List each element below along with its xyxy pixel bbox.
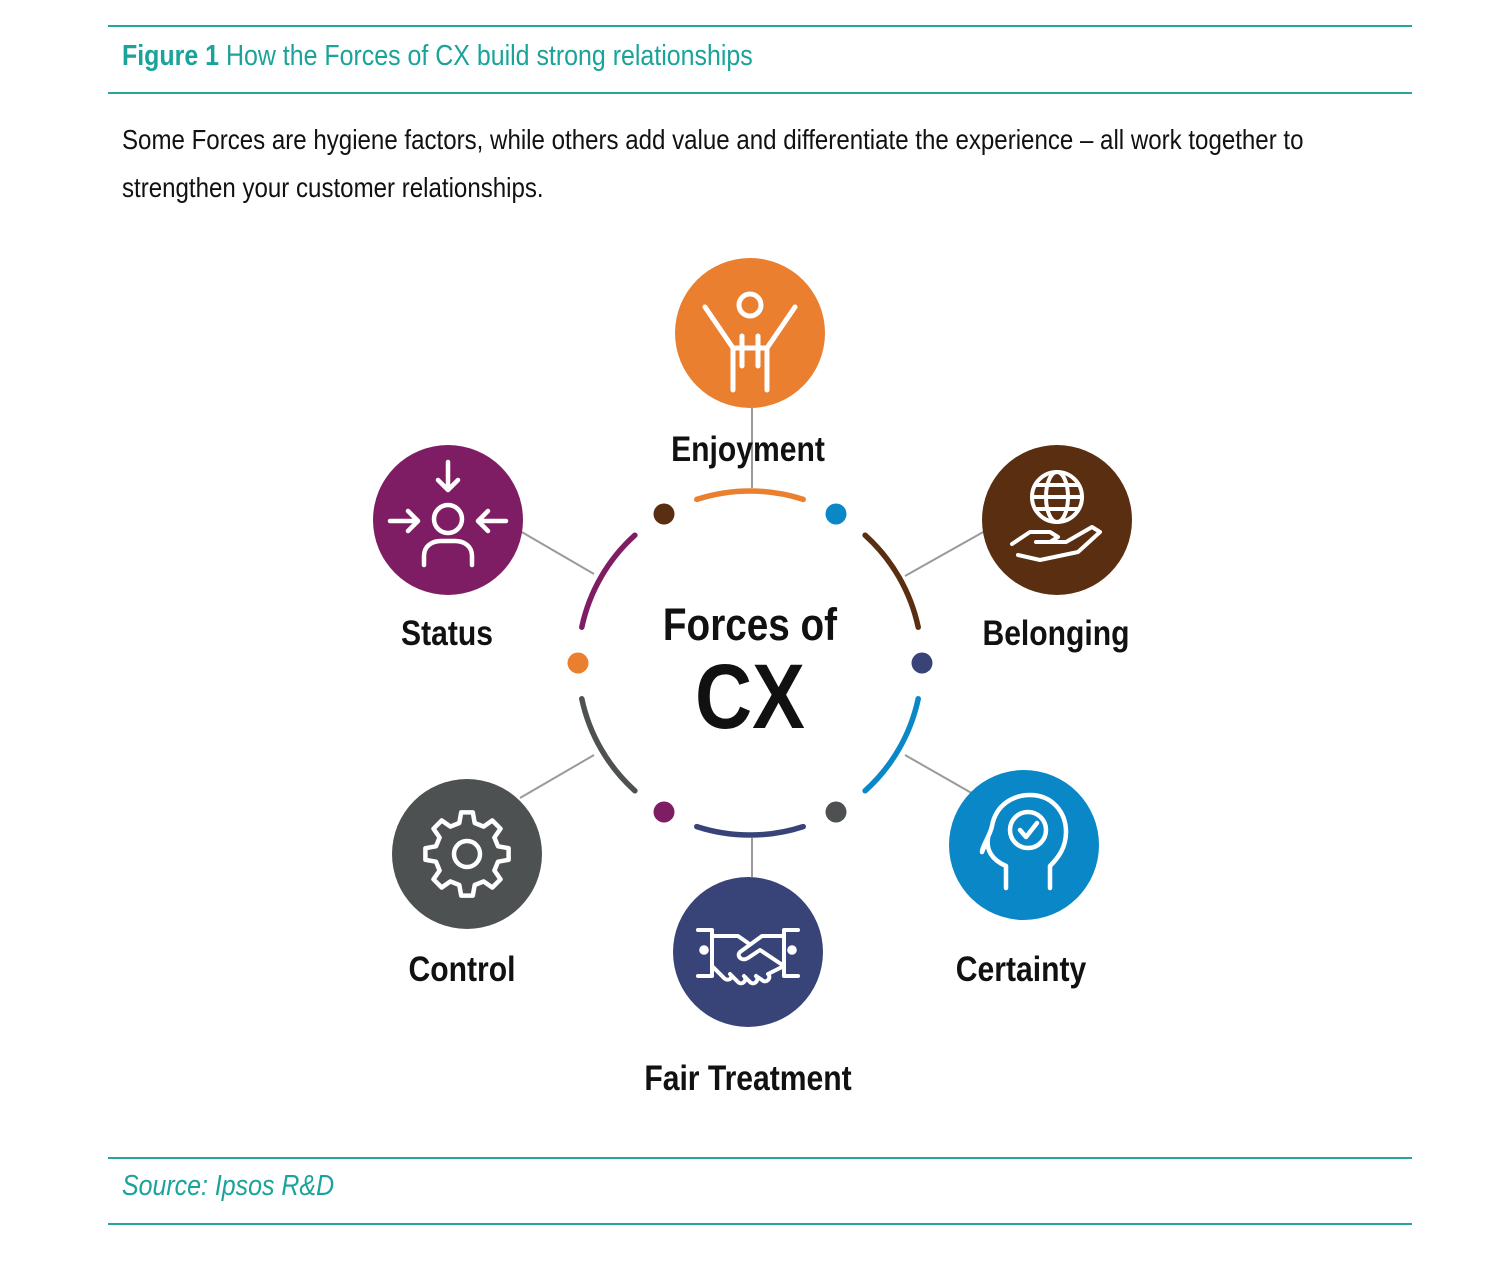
status-circle <box>373 445 523 595</box>
center-title-line1: Forces of <box>663 599 838 649</box>
connector-lines <box>519 408 986 877</box>
person-arms-raised-icon <box>702 291 798 393</box>
enjoyment-circle <box>675 258 825 408</box>
node-control: Control <box>392 779 542 989</box>
top-rule <box>108 25 1412 27</box>
ring-dot-3 <box>653 801 675 823</box>
head-checkmark-icon <box>979 792 1069 891</box>
figure-title-text: How the Forces of CX build strong relati… <box>225 40 753 72</box>
connector-line-1 <box>904 530 986 577</box>
ring-arc-2 <box>862 696 921 794</box>
ring-arc-3 <box>694 823 806 838</box>
status-label: Status <box>401 613 493 653</box>
ring-dot-2 <box>825 801 847 823</box>
certainty-circle <box>949 770 1099 920</box>
ring-dot-0 <box>825 503 847 525</box>
ring-arc-1 <box>862 532 921 630</box>
connector-line-2 <box>904 754 976 796</box>
ring-dot-4 <box>567 652 589 674</box>
bottom-rule <box>108 1223 1412 1225</box>
node-fair-treatment: Fair Treatment <box>644 877 852 1098</box>
figure-subtitle: Some Forces are hygiene factors, while o… <box>122 124 1304 203</box>
control-circle <box>392 779 542 929</box>
node-belonging: Belonging <box>982 445 1132 653</box>
node-status: Status <box>373 445 523 653</box>
fair-treatment-circle <box>673 877 823 1027</box>
fair-treatment-label: Fair Treatment <box>644 1058 851 1098</box>
belonging-label: Belonging <box>982 613 1129 653</box>
center-ring <box>579 488 921 838</box>
ring-arc-5 <box>579 532 638 630</box>
source-top-rule <box>108 1157 1412 1159</box>
center-title-line2: CX <box>695 645 805 748</box>
ring-dot-1 <box>911 652 933 674</box>
node-certainty: Certainty <box>949 770 1099 989</box>
enjoyment-label: Enjoyment <box>671 429 825 469</box>
node-enjoyment: Enjoyment <box>671 258 825 469</box>
globe-in-hand-icon <box>1010 470 1102 562</box>
person-focus-icon <box>387 459 509 568</box>
figure-number: Figure 1 <box>122 40 220 72</box>
title-rule <box>108 92 1412 94</box>
figure-title: Figure 1 How the Forces of CX build stro… <box>122 40 753 73</box>
ring-dot-5 <box>653 503 675 525</box>
gear-icon <box>423 810 511 898</box>
certainty-label: Certainty <box>956 949 1086 989</box>
handshake-icon <box>696 928 800 986</box>
figure-source: Source: Ipsos R&D <box>122 1170 335 1202</box>
connector-line-4 <box>519 754 595 799</box>
ring-dots <box>567 503 933 823</box>
ring-arc-4 <box>579 696 638 794</box>
connector-line-5 <box>519 530 595 575</box>
control-label: Control <box>409 949 516 989</box>
ring-arc-0 <box>694 488 806 503</box>
